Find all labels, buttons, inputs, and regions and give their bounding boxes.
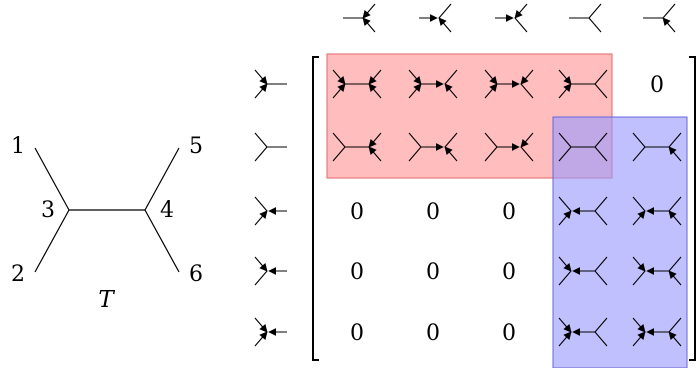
row-header-glyphs (254, 69, 287, 347)
matrix-tree-glyph-cell (408, 69, 458, 99)
tree-t: 1 2 3 4 5 6 T (11, 134, 203, 313)
matrix-cells: 0 0 0 0 0 0 0 0 0 0 (332, 69, 682, 347)
row-header-glyph (254, 196, 287, 226)
matrix-tree-glyph-cell (632, 196, 682, 226)
row-header-glyph (254, 132, 287, 162)
matrix-tree-glyph-cell (558, 256, 608, 286)
column-header-glyph (495, 3, 528, 33)
row-header-glyph (254, 317, 287, 347)
matrix-tree-glyph-cell (632, 256, 682, 286)
column-header-glyphs (343, 3, 676, 33)
matrix-tree-glyph-cell (484, 132, 534, 162)
matrix-tree-glyph-cell (632, 317, 682, 347)
column-header-glyph (643, 3, 676, 33)
matrix-tree-glyph-cell (332, 69, 382, 99)
matrix-tree-glyph-cell (408, 132, 458, 162)
matrix-left-bracket (312, 56, 319, 361)
matrix-zero-cell: 0 (350, 260, 364, 285)
matrix-tree-glyph-cell (484, 69, 534, 99)
matrix-zero-cell: 0 (426, 321, 440, 346)
tree-leaf-label-2: 2 (11, 262, 25, 287)
matrix-zero-cell: 0 (650, 73, 664, 98)
matrix-right-bracket (689, 56, 696, 361)
matrix-zero-cell: 0 (502, 200, 516, 225)
matrix-tree-glyph-cell (632, 132, 682, 162)
matrix-zero-cell: 0 (502, 321, 516, 346)
matrix-zero-cell: 0 (350, 321, 364, 346)
matrix-tree-glyph-cell (558, 132, 608, 162)
matrix-zero-cell: 0 (426, 260, 440, 285)
tree-node-label-4: 4 (160, 198, 174, 223)
blue-highlight-block (552, 116, 688, 368)
row-header-glyph (254, 256, 287, 286)
column-header-glyph (343, 3, 376, 33)
row-header-glyph (254, 69, 287, 99)
column-header-glyph (569, 3, 602, 33)
matrix-zero-cell: 0 (502, 260, 516, 285)
tree-caption: T (98, 287, 115, 313)
tree-leaf-label-5: 5 (189, 134, 203, 159)
matrix-tree-glyph-cell (332, 132, 382, 162)
tree-leaf-label-6: 6 (189, 262, 203, 287)
matrix-tree-glyph-cell (558, 317, 608, 347)
tree-leaf-label-1: 1 (11, 134, 25, 159)
matrix-tree-glyph-cell (558, 196, 608, 226)
tree-node-label-3: 3 (41, 198, 55, 223)
matrix-tree-glyph-cell (558, 69, 608, 99)
matrix-zero-cell: 0 (426, 200, 440, 225)
matrix-zero-cell: 0 (350, 200, 364, 225)
column-header-glyph (419, 3, 452, 33)
